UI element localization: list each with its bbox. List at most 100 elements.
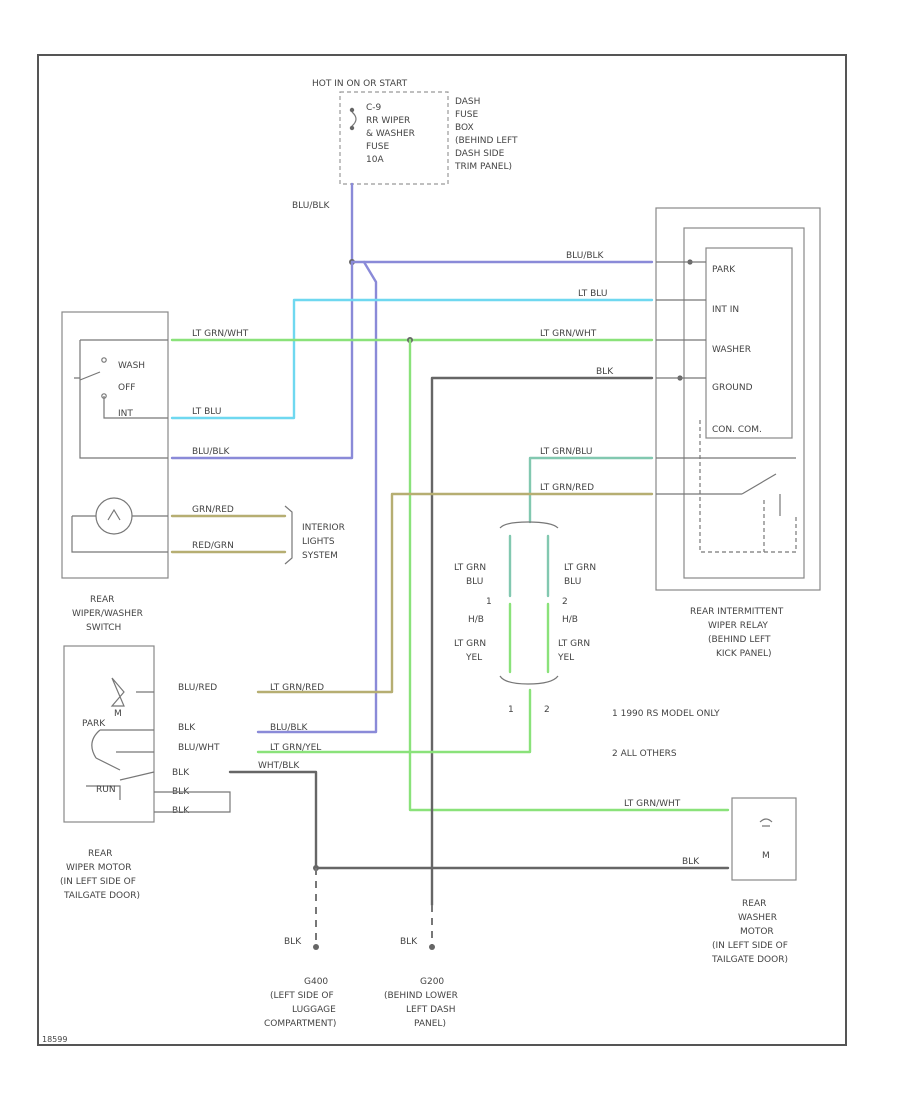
washer-motor-box: [731, 797, 797, 881]
fuse-name-line: & WASHER: [366, 129, 415, 139]
label-fuse-out: BLU/BLK: [292, 201, 331, 211]
switch-pos-wash: WASH: [118, 361, 145, 371]
relay-coil-link: [699, 420, 797, 553]
wire-lt-grn-blu: [528, 456, 654, 524]
ground-g400-label: (LEFT SIDE OF: [270, 991, 334, 1001]
relay-caption: (BEHIND LEFT: [708, 635, 771, 645]
relay-outer-box: [655, 207, 821, 591]
label-switch-lamp1: GRN/RED: [192, 505, 234, 515]
motor-box: [63, 645, 155, 823]
label-relay-washer: LT GRN/WHT: [540, 329, 597, 339]
motor-internal-leads: [91, 691, 154, 771]
fuse-box: HOT IN ON OR START C-9 RR WIPER & WASHER…: [312, 79, 518, 185]
label-motor-red-a: BLU/RED: [178, 683, 217, 693]
splice-bracket-bottom: [499, 675, 559, 685]
wire-lt-grn-yel: [256, 688, 532, 754]
splice-label: H/B: [562, 615, 578, 625]
ground-g400-dot: [313, 944, 319, 950]
relay-inner-box: [683, 227, 805, 579]
relay-term: WASHER: [712, 345, 751, 355]
washer-caption: (IN LEFT SIDE OF: [712, 941, 788, 951]
fuse-terminal-top: [349, 107, 355, 113]
wires: [170, 182, 730, 950]
relay-leads: [656, 261, 706, 379]
label-g2: BLK: [400, 937, 418, 947]
switch-contact: [101, 357, 107, 363]
note-line: 2 ALL OTHERS: [612, 749, 677, 759]
motor-symbol: [110, 677, 125, 707]
rear-washer-motor: M REAR WASHER MOTOR (IN LEFT SIDE OF TAI…: [711, 797, 797, 965]
ground-g200-label: (BEHIND LOWER: [384, 991, 458, 1001]
motor-run: RUN: [96, 785, 116, 795]
motor-caption: (IN LEFT SIDE OF: [60, 877, 136, 887]
label-relay-con2: LT GRN/RED: [540, 483, 594, 493]
interior-caption: SYSTEM: [302, 551, 338, 561]
ground-g200-label: LEFT DASH: [406, 1005, 456, 1015]
label-switch-batt: BLU/BLK: [192, 447, 231, 457]
label-washer-motor-in: LT GRN/WHT: [624, 799, 681, 809]
label-motor-loop3: BLK: [172, 806, 190, 816]
motor-park: PARK: [82, 719, 106, 729]
fuse-location-line: FUSE: [455, 110, 478, 120]
relay-caption: KICK PANEL): [716, 649, 772, 659]
label-motor-gnd: WHT/BLK: [258, 761, 300, 771]
splice-label: YEL: [557, 653, 574, 663]
motor-caption: WIPER MOTOR: [66, 863, 131, 873]
splice-bracket-top: [499, 521, 559, 529]
label-motor-blk: BLK: [178, 723, 196, 733]
label-motor-yel: LT GRN/YEL: [270, 743, 321, 753]
relay-contact-leads: [656, 457, 796, 495]
relay-caption: WIPER RELAY: [708, 621, 768, 631]
relay-module-box: [705, 247, 793, 439]
fuse-name-line: RR WIPER: [366, 116, 410, 126]
fuse-location-line: TRIM PANEL): [454, 162, 512, 172]
label-motor-blu: BLU/WHT: [178, 743, 220, 753]
ground-g200-dot: [429, 944, 435, 950]
fuse-location-line: BOX: [455, 123, 474, 133]
label-motor-red-b: LT GRN/RED: [270, 683, 324, 693]
switch-outer-box: [61, 311, 169, 579]
splice-num: 2: [562, 597, 568, 607]
label-switch-int: LT BLU: [192, 407, 221, 417]
washer-caption: WASHER: [738, 913, 777, 923]
splice-pack: LT GRN BLU LT GRN BLU 1 2 H/B H/B LT GRN…: [454, 521, 596, 715]
splice-label: LT GRN: [454, 639, 486, 649]
label-switch-washer: LT GRN/WHT: [192, 329, 249, 339]
washer-motor-m: M: [762, 851, 770, 861]
switch-frame-lines: [79, 339, 168, 459]
washer-caption: REAR: [742, 899, 766, 909]
fuse-location-line: (BEHIND LEFT: [455, 136, 518, 146]
label-relay-int: LT BLU: [578, 289, 607, 299]
fuse-box-outline: [339, 91, 449, 185]
relay-term: CON. COM.: [712, 425, 762, 435]
switch-pos-int: INT: [118, 409, 133, 419]
wire-labels: BLU/BLK BLU/BLK LT BLU LT GRN/WHT BLK LT…: [172, 201, 700, 947]
rear-wiper-motor: M PARK RUN REAR WIPER MOTOR (IN LEFT SID…: [60, 645, 231, 901]
fuse-name-line: 10A: [366, 155, 384, 165]
motor-caption: REAR: [88, 849, 112, 859]
switch-lever-icon: [74, 371, 101, 381]
splice-num: 1: [508, 705, 514, 715]
wire-lt-blu: [170, 298, 654, 420]
splice-label: LT GRN: [564, 563, 596, 573]
washer-caption: MOTOR: [740, 927, 774, 937]
fuse-icon: [351, 111, 357, 127]
fuse-location-line: DASH: [455, 97, 480, 107]
washer-pump-icon: [759, 818, 773, 827]
intermittent-relay: PARK INT IN WASHER GROUND CON. COM. REAR…: [655, 207, 821, 659]
diagram-frame: [37, 54, 847, 1046]
wire-lt-grn-red: [256, 492, 654, 694]
wire-blu-blk-switch: [170, 260, 354, 460]
label-relay-con1: LT GRN/BLU: [540, 447, 592, 457]
splice-label: BLU: [466, 577, 483, 587]
label-relay-park: BLU/BLK: [566, 251, 605, 261]
splice-num: 1: [486, 597, 492, 607]
wiper-washer-switch: WASH OFF INT REAR WIPER/WASHER SWITCH IN…: [61, 311, 345, 633]
splice-label: YEL: [465, 653, 482, 663]
switch-lamp-filament: [107, 508, 121, 521]
splice-label: LT GRN: [454, 563, 486, 573]
ground-g400-label: COMPARTMENT): [264, 1019, 336, 1029]
fuse-location-line: DASH SIDE: [455, 149, 505, 159]
splice-label: H/B: [468, 615, 484, 625]
